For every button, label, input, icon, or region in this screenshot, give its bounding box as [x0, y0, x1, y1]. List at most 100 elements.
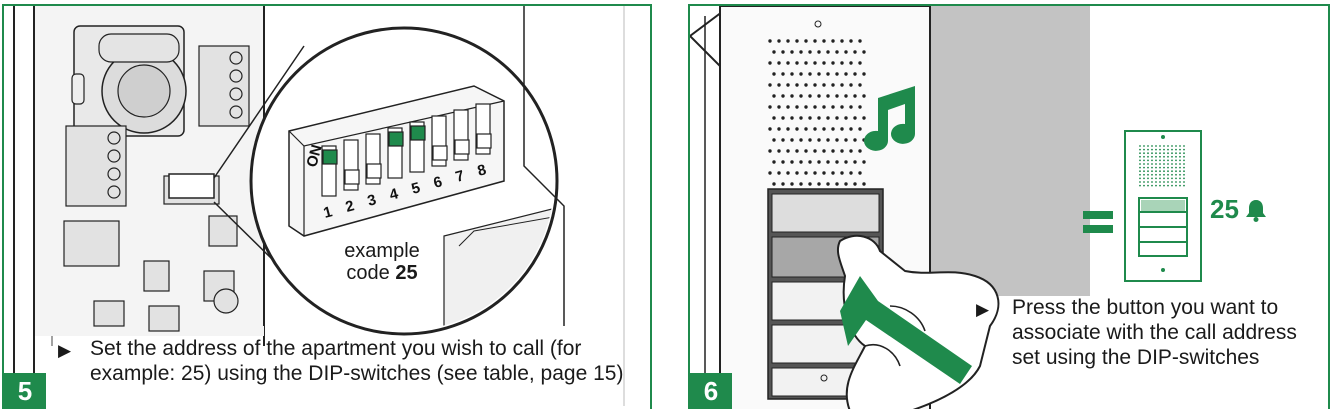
- mini-grille-dot: [1147, 163, 1149, 165]
- mini-grille-dot: [1143, 177, 1145, 180]
- mini-grille-dot: [1171, 145, 1173, 147]
- grille-dot: [813, 127, 817, 131]
- mini-grille-dot: [1183, 173, 1185, 176]
- mini-grille-dot: [1155, 152, 1157, 155]
- mini-grille-dot: [1139, 181, 1141, 183]
- mini-grille-dot: [1147, 155, 1149, 158]
- grille-dot: [772, 72, 776, 76]
- mini-grille-dot: [1143, 145, 1145, 147]
- mini-grille-dot: [1143, 166, 1145, 169]
- mini-grille-dot: [1175, 181, 1177, 183]
- grille-dot: [768, 83, 772, 87]
- grille-dot: [849, 171, 853, 175]
- mini-grille-dot: [1147, 173, 1149, 176]
- grille-dot: [849, 149, 853, 153]
- grille-dot: [862, 182, 866, 186]
- grille-dot: [777, 39, 781, 43]
- grille-dot: [768, 39, 772, 43]
- mini-grille-dot: [1183, 177, 1185, 180]
- grille-dot: [822, 127, 826, 131]
- grille-dot: [826, 50, 830, 54]
- mini-grille-dot: [1163, 173, 1165, 176]
- grille-dot: [844, 72, 848, 76]
- mini-grille-dot: [1147, 145, 1149, 147]
- mini-grille-dot: [1179, 173, 1181, 176]
- grille-dot: [813, 171, 817, 175]
- grille-dot: [786, 61, 790, 65]
- mini-grille-dot: [1175, 173, 1177, 176]
- grille-dot: [804, 171, 808, 175]
- mini-grille-dot: [1159, 177, 1161, 180]
- mini-grille-dot: [1143, 155, 1145, 158]
- mini-grille-dot: [1159, 163, 1161, 165]
- grille-dot: [804, 149, 808, 153]
- grille-dot: [799, 138, 803, 142]
- mini-grille-dot: [1179, 152, 1181, 155]
- grille-dot: [786, 149, 790, 153]
- mini-grille-dot: [1147, 152, 1149, 155]
- caption-line1: example: [344, 240, 420, 262]
- mini-grille-dot: [1163, 184, 1165, 187]
- grille-dot: [781, 116, 785, 120]
- mini-grille-dot: [1175, 155, 1177, 158]
- mini-grille-dot: [1167, 155, 1169, 158]
- grille-dot: [795, 149, 799, 153]
- mini-grille-dot: [1159, 155, 1161, 158]
- grille-dot: [822, 39, 826, 43]
- result-code-label: 25: [1210, 194, 1267, 225]
- grille-dot: [799, 116, 803, 120]
- mini-grille-dot: [1179, 155, 1181, 158]
- grille-dot: [840, 61, 844, 65]
- grille-dot: [831, 105, 835, 109]
- grille-dot: [817, 50, 821, 54]
- mini-grille-dot: [1143, 159, 1145, 162]
- grille-dot: [826, 72, 830, 76]
- mini-grille-dot: [1147, 159, 1149, 162]
- grille-dot: [817, 72, 821, 76]
- mini-grille-dot: [1167, 170, 1169, 173]
- mini-grille-dot: [1147, 184, 1149, 187]
- grille-dot: [835, 72, 839, 76]
- grille-dot: [853, 72, 857, 76]
- grille-dot: [813, 83, 817, 87]
- mini-grille-dot: [1159, 159, 1161, 162]
- mini-grille-dot: [1159, 152, 1161, 155]
- mini-grille-dot: [1155, 181, 1157, 183]
- grille-dot: [862, 116, 866, 120]
- mini-grille-dot: [1155, 184, 1157, 187]
- mini-grille-dot: [1159, 173, 1161, 176]
- grille-dot: [822, 105, 826, 109]
- mini-grille-dot: [1167, 152, 1169, 155]
- grille-dot: [799, 72, 803, 76]
- grille-dot: [808, 72, 812, 76]
- mini-grille-dot: [1147, 177, 1149, 180]
- grille-dot: [808, 94, 812, 98]
- grille-dot: [777, 61, 781, 65]
- mini-grille-dot: [1179, 166, 1181, 169]
- mini-grille-dot: [1175, 152, 1177, 155]
- mini-grille-dot: [1143, 173, 1145, 176]
- grille-dot: [795, 105, 799, 109]
- grille-dot: [768, 171, 772, 175]
- grille-dot: [853, 94, 857, 98]
- mini-grille-dot: [1151, 184, 1153, 187]
- dip-switch-lever: [366, 163, 382, 179]
- grille-dot: [858, 39, 862, 43]
- step-5-badge: 5: [4, 373, 46, 409]
- grille-dot: [772, 50, 776, 54]
- grille-dot: [781, 72, 785, 76]
- mini-grille-dot: [1183, 159, 1185, 162]
- grille-dot: [781, 160, 785, 164]
- mini-grille-dot: [1143, 170, 1145, 173]
- mini-grille-dot: [1175, 177, 1177, 180]
- grille-dot: [858, 127, 862, 131]
- mini-grille-dot: [1167, 159, 1169, 162]
- grille-dot: [799, 50, 803, 54]
- grille-dot: [790, 138, 794, 142]
- grille-dot: [772, 138, 776, 142]
- grille-dot: [831, 83, 835, 87]
- grille-dot: [804, 61, 808, 65]
- mini-grille-dot: [1179, 145, 1181, 147]
- grille-dot: [795, 171, 799, 175]
- mini-grille-dot: [1159, 170, 1161, 173]
